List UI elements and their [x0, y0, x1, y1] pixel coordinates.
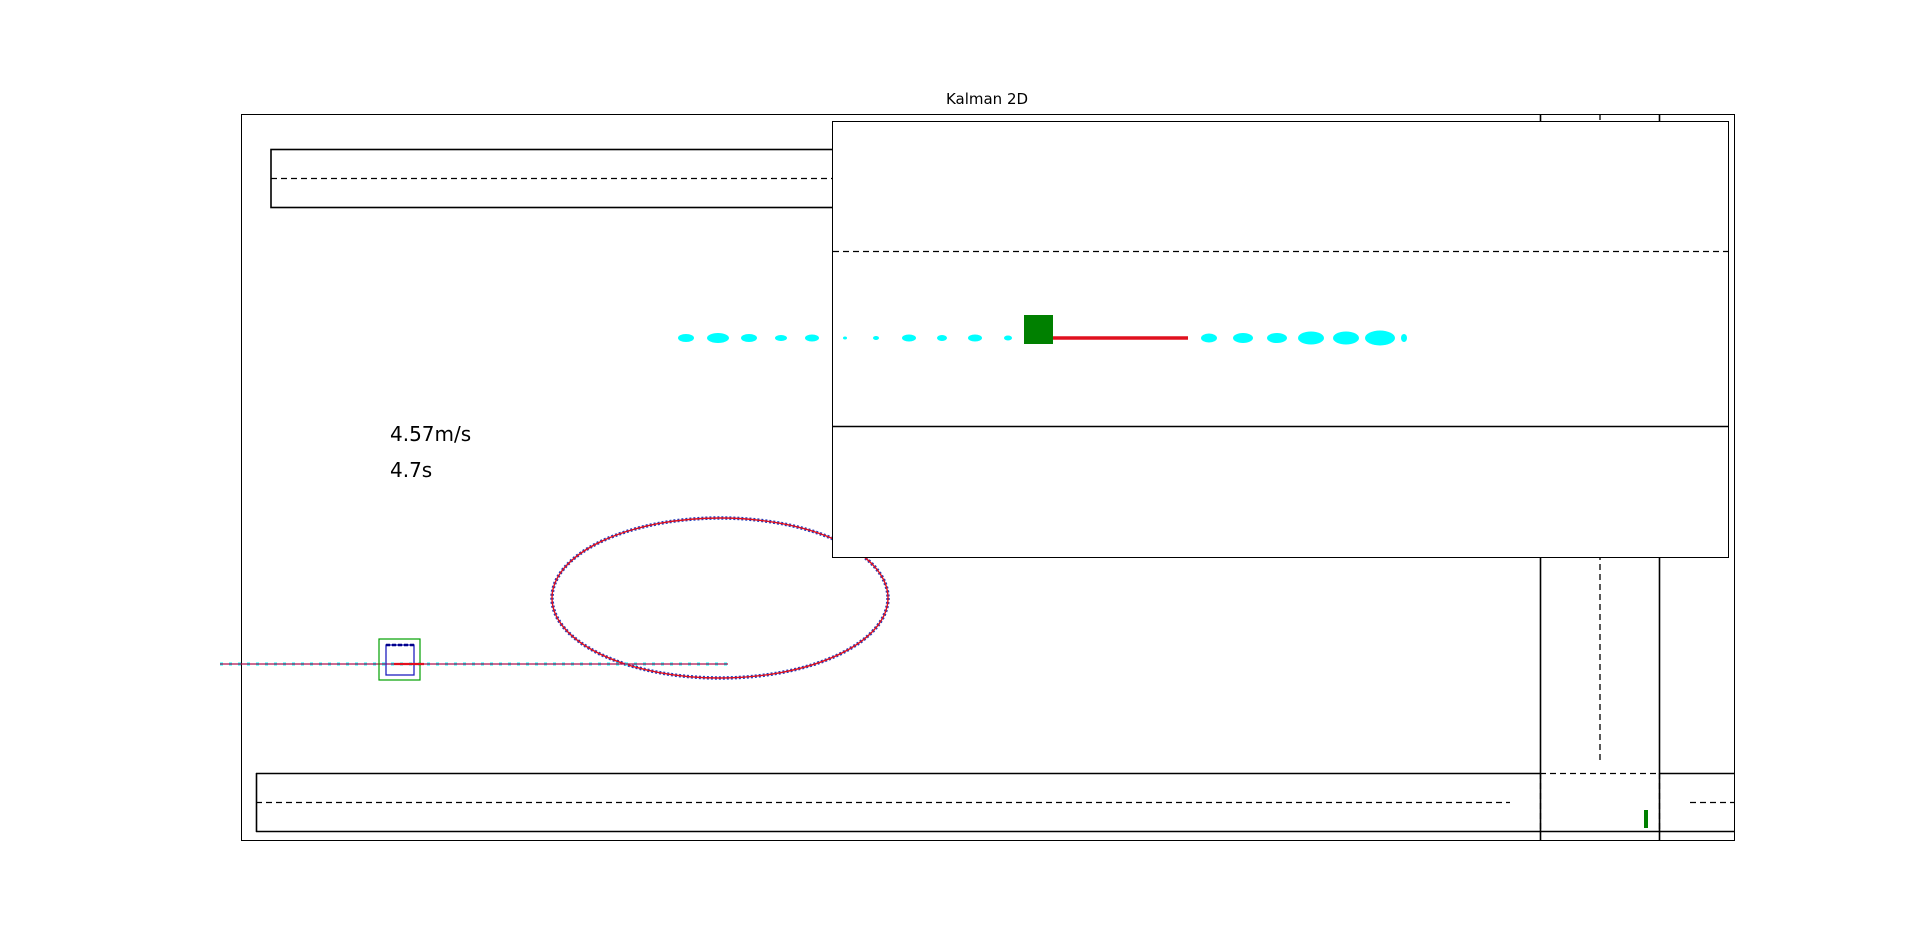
zoom-estimate-ellipses [678, 330, 1407, 346]
estimate-ellipse-14 [1298, 331, 1324, 345]
speed-label: 4.57m/s [390, 422, 471, 446]
zoom-vehicle-marker [1024, 315, 1053, 344]
estimate-ellipse-1 [707, 333, 729, 343]
estimate-ellipse-0 [678, 334, 694, 342]
estimate-ellipse-13 [1267, 333, 1287, 343]
estimate-ellipse-4 [805, 334, 819, 342]
plot-frame [241, 114, 1735, 841]
loop-trajectory-ring [551, 517, 889, 679]
other-vehicle-marker [1644, 810, 1648, 828]
estimate-ellipse-16 [1365, 330, 1395, 346]
estimate-ellipse-3 [775, 335, 787, 341]
road-bottom [255, 772, 1734, 833]
estimate-ellipse-9 [968, 334, 982, 342]
estimate-ellipse-5 [843, 336, 847, 340]
estimate-ellipse-15 [1333, 331, 1359, 345]
zoom-region-box [378, 638, 421, 681]
vehicle-body [385, 644, 415, 676]
estimate-ellipse-6 [873, 336, 879, 340]
estimate-ellipse-7 [902, 334, 916, 342]
vehicle-marker-main [378, 638, 424, 681]
time-label: 4.7s [390, 458, 432, 482]
estimate-ellipse-17 [1401, 334, 1407, 342]
estimate-ellipse-8 [937, 335, 947, 341]
estimate-ellipse-11 [1201, 333, 1217, 343]
estimate-ellipse-10 [1004, 335, 1012, 341]
estimate-ellipse-12 [1233, 333, 1253, 343]
road-top [270, 148, 872, 209]
estimate-ellipse-2 [741, 334, 757, 342]
zoom-inset [678, 121, 1729, 558]
main-trajectory [220, 516, 890, 680]
chart-title: Kalman 2D [946, 90, 1028, 108]
